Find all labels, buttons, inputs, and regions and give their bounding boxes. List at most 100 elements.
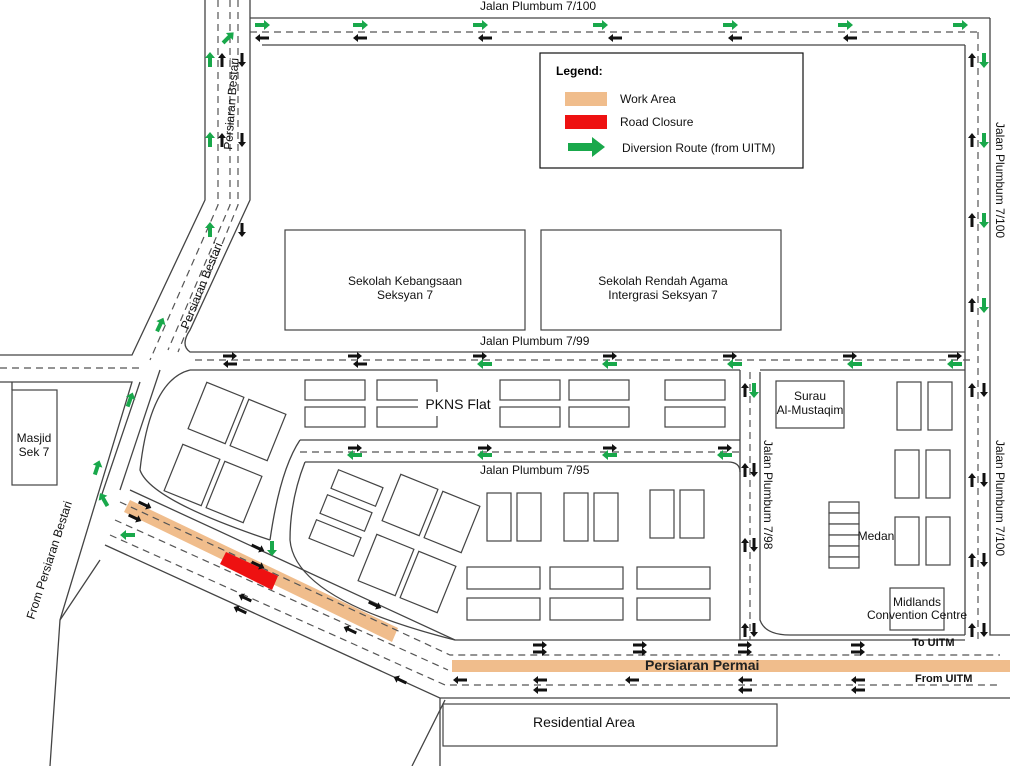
building-surau bbox=[775, 380, 845, 429]
legend-label-work-area: Work Area bbox=[620, 92, 676, 106]
traffic-direction-arrow-icon bbox=[238, 53, 246, 67]
label-jalan-plumbum-7-100-right-lower: Jalan Plumbum 7/100 bbox=[993, 440, 1007, 556]
label-persiaran-permai: Persiaran Permai bbox=[645, 657, 759, 673]
label-from-persiaran-bestari: From Persiaran Bestari bbox=[24, 499, 75, 621]
diversion-arrow-icon bbox=[979, 53, 989, 68]
label-midlands-line2: Convention Centre bbox=[867, 608, 967, 622]
traffic-direction-arrow-icon bbox=[603, 444, 617, 452]
traffic-direction-arrow-icon bbox=[478, 444, 492, 452]
traffic-direction-arrow-icon bbox=[980, 383, 988, 397]
label-to-uitm: To UITM bbox=[912, 637, 955, 649]
diversion-arrow-icon bbox=[979, 133, 989, 148]
traffic-direction-arrow-icon bbox=[741, 623, 749, 637]
diversion-arrow-icon bbox=[473, 20, 488, 30]
traffic-direction-arrow-icon bbox=[353, 34, 367, 42]
traffic-direction-arrow-icon bbox=[238, 133, 246, 147]
traffic-direction-arrow-icon bbox=[980, 473, 988, 487]
diversion-arrow-icon bbox=[723, 20, 738, 30]
diversion-arrow-icon bbox=[953, 20, 968, 30]
traffic-direction-arrow-icon bbox=[533, 676, 547, 684]
traffic-direction-arrow-icon bbox=[851, 648, 865, 656]
traffic-direction-arrow-icon bbox=[368, 600, 382, 610]
pkns-flat-blocks bbox=[163, 379, 953, 621]
label-pkns-flat: PKNS Flat bbox=[425, 396, 490, 412]
legend-green-arrow-icon bbox=[568, 137, 605, 157]
road-closure bbox=[220, 552, 278, 590]
traffic-direction-arrow-icon bbox=[478, 34, 492, 42]
traffic-direction-arrow-icon bbox=[851, 676, 865, 684]
traffic-direction-arrow-icon bbox=[968, 213, 976, 227]
traffic-direction-arrow-icon bbox=[750, 538, 758, 552]
traffic-direction-arrow-icon bbox=[608, 34, 622, 42]
diversion-arrow-icon bbox=[602, 359, 617, 369]
legend-swatch-work-area bbox=[565, 92, 607, 106]
legend-swatch-road-closure bbox=[565, 115, 607, 129]
traffic-direction-arrow-icon bbox=[251, 543, 265, 553]
traffic-direction-arrow-icon bbox=[968, 623, 976, 637]
traffic-arrows bbox=[92, 20, 989, 694]
traffic-direction-arrow-icon bbox=[718, 444, 732, 452]
diversion-arrow-icon bbox=[205, 52, 215, 67]
label-surau-line2: Al-Mustaqim bbox=[777, 403, 844, 417]
traffic-direction-arrow-icon bbox=[980, 623, 988, 637]
traffic-direction-arrow-icon bbox=[233, 605, 247, 615]
diversion-arrow-icon bbox=[353, 20, 368, 30]
label-persiaran-bestari-lower: Persiaran Bestari bbox=[178, 241, 225, 332]
traffic-direction-arrow-icon bbox=[968, 553, 976, 567]
traffic-direction-arrow-icon bbox=[603, 352, 617, 360]
traffic-direction-arrow-icon bbox=[738, 686, 752, 694]
diversion-arrow-icon bbox=[120, 530, 135, 540]
label-jalan-plumbum-7-99: Jalan Plumbum 7/99 bbox=[480, 334, 590, 348]
traffic-direction-arrow-icon bbox=[223, 352, 237, 360]
traffic-direction-arrow-icon bbox=[348, 444, 362, 452]
label-persiaran-bestari-upper: Persiaran Bestari bbox=[221, 57, 241, 150]
traffic-direction-arrow-icon bbox=[453, 676, 467, 684]
traffic-direction-arrow-icon bbox=[738, 641, 752, 649]
traffic-direction-arrow-icon bbox=[723, 352, 737, 360]
traffic-direction-arrow-icon bbox=[741, 538, 749, 552]
traffic-direction-arrow-icon bbox=[968, 473, 976, 487]
diversion-arrow-icon bbox=[267, 541, 277, 556]
traffic-direction-arrow-icon bbox=[473, 352, 487, 360]
diversion-arrow-icon bbox=[717, 450, 732, 460]
diversion-arrow-icon bbox=[205, 222, 215, 237]
traffic-direction-arrow-icon bbox=[738, 648, 752, 656]
traffic-direction-arrow-icon bbox=[251, 560, 265, 570]
diversion-arrow-icon bbox=[205, 132, 215, 147]
traffic-direction-arrow-icon bbox=[728, 34, 742, 42]
traffic-direction-arrow-icon bbox=[633, 641, 647, 649]
diversion-arrow-icon bbox=[727, 359, 742, 369]
traffic-direction-arrow-icon bbox=[851, 641, 865, 649]
traffic-direction-arrow-icon bbox=[851, 686, 865, 694]
traffic-direction-arrow-icon bbox=[128, 513, 142, 523]
diversion-arrow-icon bbox=[92, 460, 103, 476]
label-midlands-line1: Midlands bbox=[893, 595, 941, 609]
diversion-arrow-icon bbox=[749, 383, 759, 398]
traffic-direction-arrow-icon bbox=[348, 352, 362, 360]
traffic-direction-arrow-icon bbox=[138, 500, 152, 510]
legend-label-diversion-route: Diversion Route (from UITM) bbox=[622, 141, 775, 155]
traffic-direction-arrow-icon bbox=[393, 675, 407, 685]
label-masjid-line2: Sek 7 bbox=[19, 445, 50, 459]
label-medan: Medan bbox=[858, 529, 895, 543]
legend-title: Legend: bbox=[556, 64, 603, 78]
label-sra-line2: Intergrasi Seksyan 7 bbox=[608, 288, 718, 302]
traffic-direction-arrow-icon bbox=[968, 298, 976, 312]
diversion-arrow-icon bbox=[477, 359, 492, 369]
diversion-arrow-icon bbox=[947, 359, 962, 369]
traffic-direction-arrow-icon bbox=[533, 648, 547, 656]
label-sra-line1: Sekolah Rendah Agama bbox=[598, 274, 728, 288]
work-area-permai bbox=[452, 660, 1010, 672]
diversion-arrow-icon bbox=[255, 20, 270, 30]
traffic-direction-arrow-icon bbox=[633, 648, 647, 656]
diversion-arrow-icon bbox=[98, 493, 110, 508]
traffic-direction-arrow-icon bbox=[741, 463, 749, 477]
label-surau-line1: Surau bbox=[794, 389, 826, 403]
traffic-direction-arrow-icon bbox=[223, 360, 237, 368]
traffic-direction-arrow-icon bbox=[968, 53, 976, 67]
diversion-arrow-icon bbox=[347, 450, 362, 460]
diversion-arrow-icon bbox=[847, 359, 862, 369]
traffic-direction-arrow-icon bbox=[625, 676, 639, 684]
